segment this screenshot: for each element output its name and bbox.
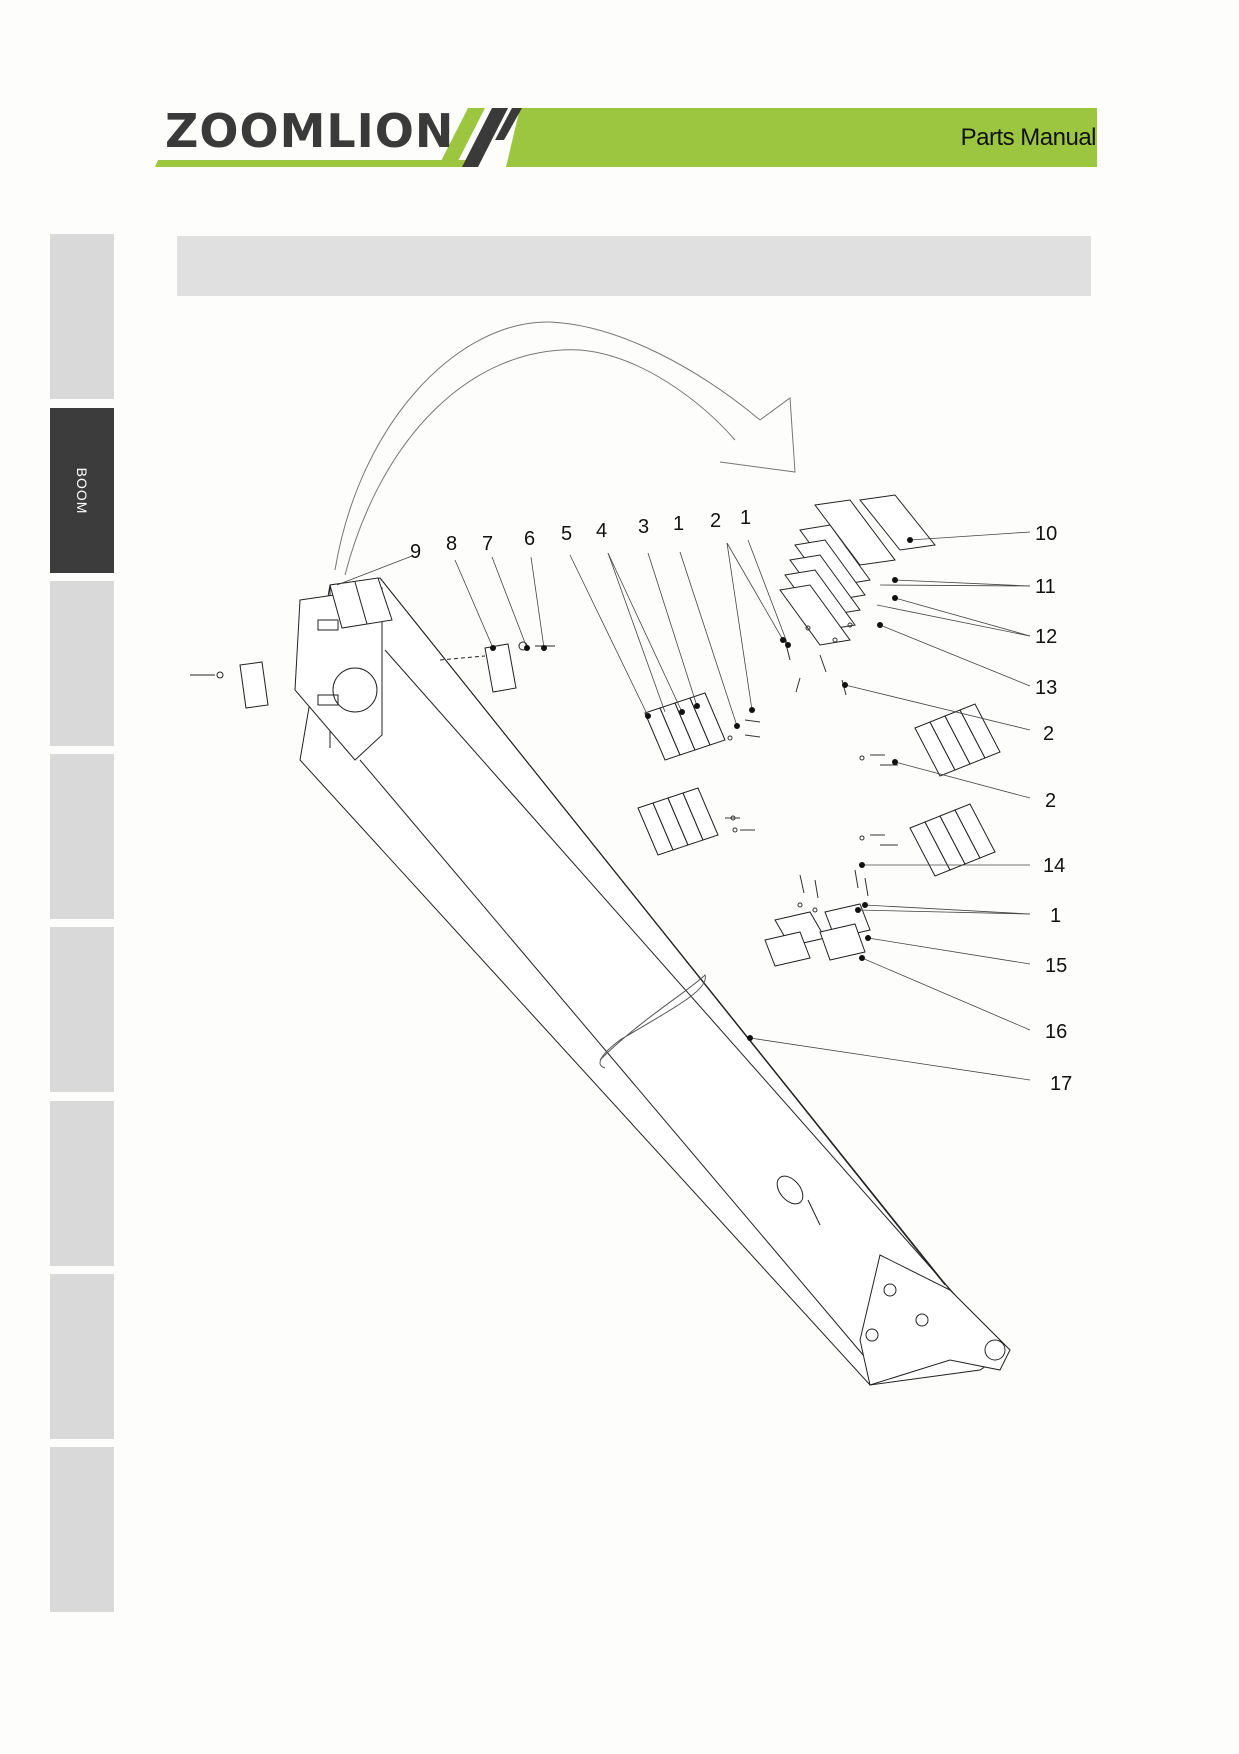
detail-arrow xyxy=(334,321,761,571)
callout-1-top: 1 xyxy=(673,513,684,535)
sidebar-tab-3[interactable] xyxy=(50,581,114,746)
callout-12: 12 xyxy=(1035,626,1057,648)
callout-8: 8 xyxy=(446,533,457,555)
slide-pads-lower-right xyxy=(909,803,996,877)
wear-blocks-15-16 xyxy=(764,903,871,967)
slide-pads-top-right xyxy=(779,494,936,646)
leader-lines xyxy=(336,531,1031,1081)
cable-loop xyxy=(599,974,706,1069)
callout-3: 3 xyxy=(638,516,649,538)
callout-7: 7 xyxy=(482,533,493,555)
sidebar-tab-1[interactable] xyxy=(50,234,114,399)
header-green-band xyxy=(506,108,1097,167)
callout-10: 10 xyxy=(1035,523,1057,545)
header-slash-dark-1 xyxy=(462,108,508,167)
callout-2-top: 2 xyxy=(710,510,721,532)
manual-title: Parts Manual xyxy=(960,124,1097,151)
sidebar-tab-5[interactable] xyxy=(50,927,114,1092)
side-plate-left xyxy=(239,661,269,709)
detail-arrow-inner xyxy=(344,349,736,576)
bolts-washers xyxy=(725,622,898,913)
header-slash-dark-2 xyxy=(495,108,522,140)
callout-2-lower: 2 xyxy=(1045,790,1056,812)
slide-pads-mid-right xyxy=(914,703,1001,777)
slide-pads-345 xyxy=(644,692,726,761)
boom-foot xyxy=(859,1254,1011,1386)
callout-15: 15 xyxy=(1045,955,1067,977)
callout-9: 9 xyxy=(410,541,421,563)
header-graphic xyxy=(155,108,1097,167)
header-green-underline xyxy=(155,160,470,167)
callout-13: 13 xyxy=(1035,677,1057,699)
sidebar-tab-4[interactable] xyxy=(50,754,114,919)
callout-11: 11 xyxy=(1035,576,1056,598)
header-slash-green xyxy=(438,108,485,167)
plate-8 xyxy=(484,643,517,693)
sidebar-tab-8[interactable] xyxy=(50,1447,114,1612)
callout-6: 6 xyxy=(524,528,535,550)
slide-pads-lower xyxy=(637,787,719,856)
callout-4: 4 xyxy=(596,520,607,542)
callout-16: 16 xyxy=(1045,1021,1067,1043)
sidebar-tab-7[interactable] xyxy=(50,1274,114,1439)
brand-logo: ZOOMLION xyxy=(165,104,455,158)
callout-5: 5 xyxy=(561,523,572,545)
section-heading-band xyxy=(177,236,1091,296)
callout-1-top-right: 1 xyxy=(740,507,751,529)
callout-14: 14 xyxy=(1043,855,1065,877)
sidebar-tab-boom[interactable]: BOOM xyxy=(50,408,114,573)
detail-arrowhead xyxy=(719,397,796,473)
leader-dots xyxy=(490,537,913,1041)
page-header xyxy=(0,0,1239,200)
callout-1-lower: 1 xyxy=(1050,905,1061,927)
sidebar-tab-6[interactable] xyxy=(50,1101,114,1266)
callout-2-mid: 2 xyxy=(1043,723,1054,745)
callout-17: 17 xyxy=(1050,1073,1072,1095)
